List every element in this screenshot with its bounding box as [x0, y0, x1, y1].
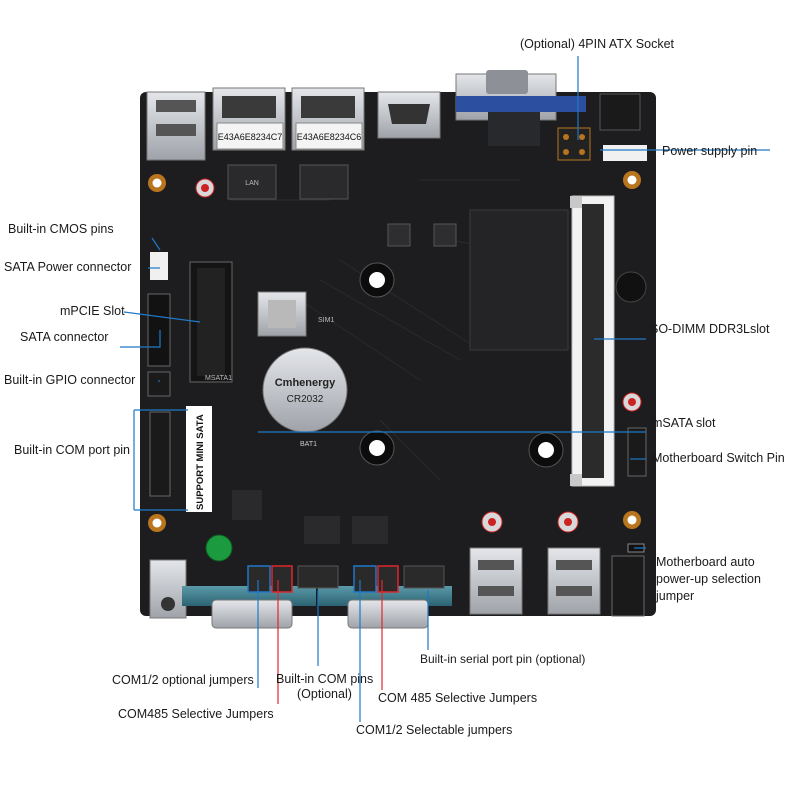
pcb-traces: [230, 179, 561, 481]
label-atx-socket: (Optional) 4PIN ATX Socket: [520, 37, 674, 51]
leader-lines-red: [277, 580, 383, 704]
chip-mid-bottom-2: [352, 516, 388, 544]
label-auto-power-line3: jumper: [656, 589, 695, 603]
leader-lines-blue: [120, 56, 770, 722]
battery-brand: Cmhenergy: [275, 377, 336, 389]
label-com12-optional-jumpers: COM1/2 optional jumpers: [112, 673, 254, 687]
buzzer: [615, 271, 647, 303]
cmos-battery: Cmhenergy CR2032 BAT1: [262, 347, 348, 448]
label-com-pins-line2: (Optional): [297, 687, 352, 701]
vga-port: [455, 70, 586, 146]
chip-right-mid: [627, 427, 647, 477]
usb-top-port: [146, 91, 206, 161]
bat-silk: BAT1: [300, 441, 317, 448]
sim-slot: SIM1: [257, 291, 334, 337]
label-com485-selective-jumpers-left: COM485 Selective Jumpers: [118, 707, 274, 721]
lan-chip-1: [227, 164, 277, 200]
label-com-port-pin: Built-in COM port pin: [14, 443, 131, 457]
lan-code-2: E43A6E8234C6: [297, 132, 362, 142]
label-com12-selectable-jumpers: COM1/2 Selectable jumpers: [356, 723, 513, 737]
label-com-pins-line1: Built-in COM pins: [276, 672, 374, 686]
audio-jack: [149, 559, 187, 619]
sodimm-slot: [570, 195, 615, 487]
chip-inductor-1: [387, 223, 411, 247]
audio-jack-right: [611, 555, 645, 617]
label-sata-power: SATA Power connector: [4, 260, 132, 274]
dc-jack: [599, 93, 641, 131]
atx-socket: [557, 127, 591, 161]
sata-power-connector: [150, 252, 168, 280]
usb-bottom-1: [469, 547, 523, 615]
lan-code-1: E43A6E8234C7: [218, 132, 283, 142]
support-mini-sata: SUPPORT MINI SATA: [195, 414, 206, 510]
power-supply-pin-header: [603, 145, 647, 161]
label-com485-selective-jumpers: COM 485 Selective Jumpers: [378, 691, 538, 705]
chip-inductor-2: [433, 223, 457, 247]
jumper-blocks: [247, 565, 445, 593]
usb-bottom-2: [547, 547, 601, 615]
label-sodimm: SO-DIMM DDR3Lslot: [650, 322, 770, 336]
label-power-supply-pin: Power supply pin: [662, 144, 758, 158]
label-msata: mSATA slot: [652, 416, 716, 430]
label-serial-pin-optional: Built-in serial port pin (optional): [420, 652, 586, 666]
sata-connector: [147, 293, 171, 367]
chip-left-bottom: [232, 490, 262, 520]
lan-port-2: E43A6E8234C6: [291, 87, 365, 151]
label-auto-power-line1: Motherboard auto: [656, 555, 755, 569]
battery-type: CR2032: [287, 394, 324, 405]
green-component: [205, 534, 233, 562]
lan-chip-2: [299, 164, 349, 200]
sim-silk: SIM1: [318, 317, 334, 324]
hdmi-port: [377, 91, 441, 139]
com-port-pins: [149, 411, 171, 497]
label-gpio-connector: Built-in GPIO connector: [4, 373, 136, 387]
label-sata-connector: SATA connector: [20, 330, 109, 344]
label-auto-power-line2: power-up selection: [656, 572, 761, 586]
chip-mid-bottom-1: [304, 516, 340, 544]
lan-port-1: E43A6E8234C7: [212, 87, 286, 151]
label-cmos-pins: Built-in CMOS pins: [8, 222, 114, 236]
msata-silk: MSATA1: [205, 375, 232, 382]
gpio-connector: [147, 371, 171, 397]
label-mpcie-slot: mPCIE Slot: [60, 304, 125, 318]
cpu-area: [469, 209, 569, 351]
support-mini-sata-label: [186, 406, 212, 512]
lan-silk: LAN: [245, 180, 259, 187]
capacitors: [195, 178, 642, 533]
label-switch-pin: Motherboard Switch Pin: [652, 451, 785, 465]
